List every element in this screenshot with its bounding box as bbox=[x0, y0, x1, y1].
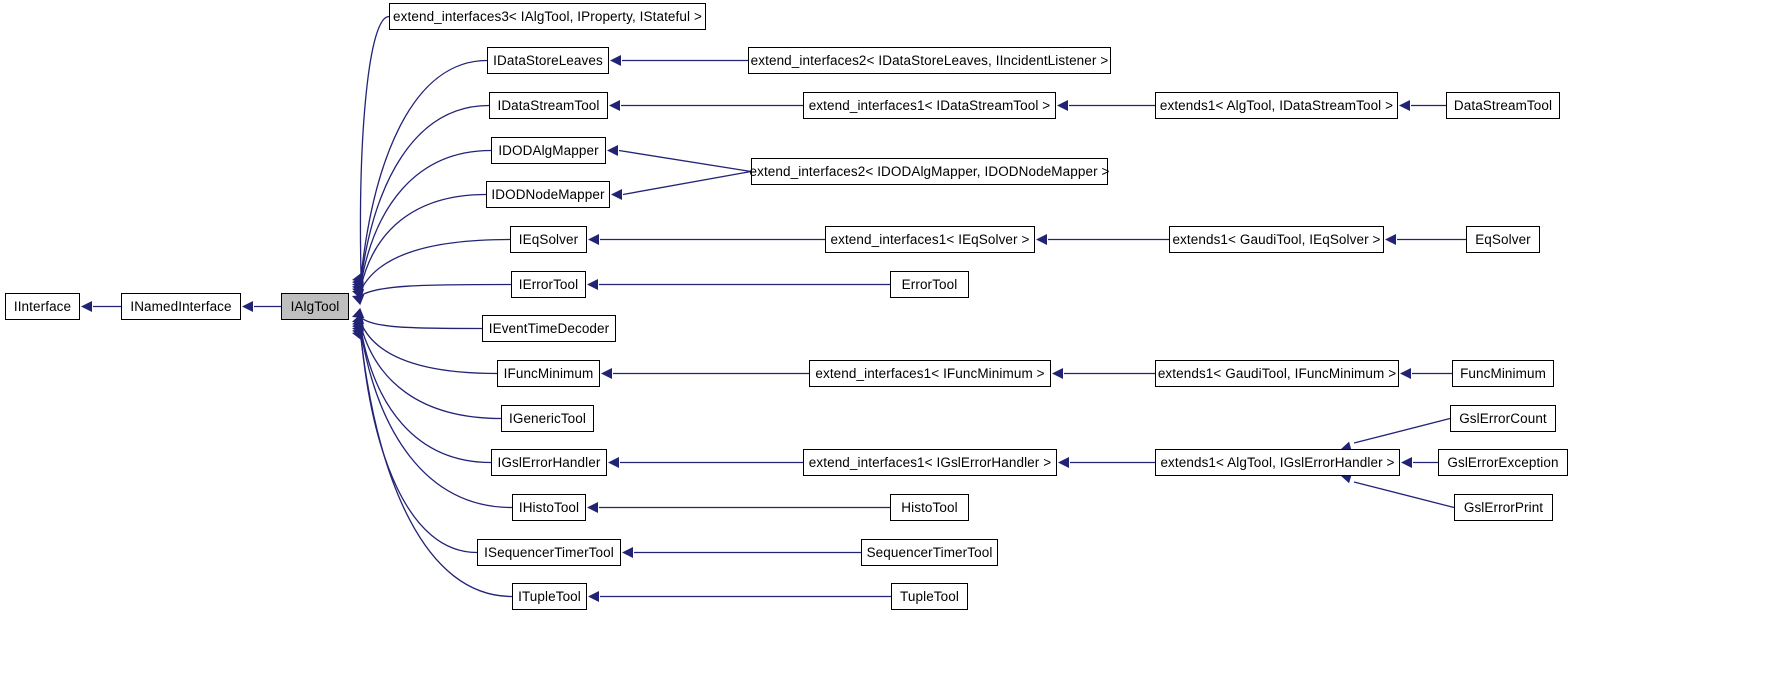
class-node-IDataStoreLeaves[interactable]: IDataStoreLeaves bbox=[487, 47, 609, 74]
class-node-GslErrorCount[interactable]: GslErrorCount bbox=[1450, 405, 1556, 432]
edge-ex1_gaudi_eq-to-ei1_eq-arrowhead bbox=[1036, 234, 1047, 245]
edge-ei3-to-IAlgTool bbox=[359, 15, 390, 275]
edge-GslErrorCount-to-ex1_algtool_gsl bbox=[1353, 417, 1451, 444]
class-node-IErrorTool[interactable]: IErrorTool bbox=[511, 271, 586, 298]
class-node-ei2_dod[interactable]: extend_interfaces2< IDODAlgMapper, IDODN… bbox=[749, 158, 1109, 185]
edge-IEventTimeDecoder-to-IAlgTool-arrowhead bbox=[352, 307, 365, 319]
edge-INamedInterface-to-IInterface-arrowhead bbox=[81, 301, 92, 312]
edge-ei1_dst-to-IDataStreamTool-arrowhead bbox=[609, 100, 620, 111]
edge-EqSolver-to-ex1_gaudi_eq-arrowhead bbox=[1385, 234, 1396, 245]
class-node-ex1_gaudi_fm[interactable]: extends1< GaudiTool, IFuncMinimum > bbox=[1155, 360, 1399, 387]
edge-IGenericTool-to-IAlgTool bbox=[360, 326, 502, 420]
class-node-ei3[interactable]: extend_interfaces3< IAlgTool, IProperty,… bbox=[389, 3, 706, 30]
edge-ei3-to-IAlgTool-arrowhead bbox=[352, 272, 364, 284]
edge-IDODNodeMapper-to-IAlgTool bbox=[360, 193, 487, 287]
edge-IAlgTool-to-INamedInterface-arrowhead bbox=[242, 301, 253, 312]
class-node-ei1_eq[interactable]: extend_interfaces1< IEqSolver > bbox=[825, 226, 1035, 253]
class-node-IGenericTool[interactable]: IGenericTool bbox=[501, 405, 594, 432]
edge-GslErrorException-to-ex1_algtool_gsl-arrowhead bbox=[1401, 457, 1412, 468]
edge-ei1_eq-to-IEqSolver-arrowhead bbox=[588, 234, 599, 245]
class-node-SequencerTimerTool[interactable]: SequencerTimerTool bbox=[861, 539, 998, 566]
edge-SequencerTimerTool-to-ISequencerTimerTool-arrowhead bbox=[622, 547, 633, 558]
class-node-IDataStreamTool[interactable]: IDataStreamTool bbox=[489, 92, 608, 119]
edge-ei2_dsl-to-IDataStoreLeaves-arrowhead bbox=[610, 55, 621, 66]
class-node-IHistoTool[interactable]: IHistoTool bbox=[512, 494, 586, 521]
edge-FuncMinimum-to-ex1_gaudi_fm-arrowhead bbox=[1400, 368, 1411, 379]
edge-IEqSolver-to-IAlgTool bbox=[360, 238, 511, 291]
class-node-ei1_gsl[interactable]: extend_interfaces1< IGslErrorHandler > bbox=[803, 449, 1057, 476]
edge-IDODAlgMapper-to-IAlgTool-arrowhead bbox=[352, 282, 364, 294]
edge-IDODAlgMapper-to-IAlgTool bbox=[360, 149, 492, 284]
edge-IEventTimeDecoder-to-IAlgTool bbox=[360, 316, 483, 330]
class-node-DataStreamTool[interactable]: DataStreamTool bbox=[1446, 92, 1560, 119]
edge-HistoTool-to-IHistoTool-arrowhead bbox=[587, 502, 598, 513]
edge-ei1_fm-to-IFuncMinimum-arrowhead bbox=[601, 368, 612, 379]
edge-ei2_dod-to-IDODNodeMapper-arrowhead bbox=[611, 189, 622, 200]
class-node-ei2_dsl[interactable]: extend_interfaces2< IDataStoreLeaves, II… bbox=[748, 47, 1111, 74]
class-node-IFuncMinimum[interactable]: IFuncMinimum bbox=[497, 360, 600, 387]
edge-TupleTool-to-ITupleTool-arrowhead bbox=[588, 591, 599, 602]
class-node-IEqSolver[interactable]: IEqSolver bbox=[510, 226, 587, 253]
class-node-ei1_dst[interactable]: extend_interfaces1< IDataStreamTool > bbox=[803, 92, 1056, 119]
edge-IDODNodeMapper-to-IAlgTool-arrowhead bbox=[352, 285, 364, 297]
class-node-ei1_fm[interactable]: extend_interfaces1< IFuncMinimum > bbox=[809, 360, 1051, 387]
edge-GslErrorPrint-to-ex1_algtool_gsl bbox=[1353, 481, 1455, 509]
edge-IDataStreamTool-to-IAlgTool-arrowhead bbox=[352, 278, 364, 290]
class-node-FuncMinimum[interactable]: FuncMinimum bbox=[1452, 360, 1554, 387]
class-node-IDODAlgMapper[interactable]: IDODAlgMapper bbox=[491, 137, 606, 164]
class-node-ex1_algtool_gsl[interactable]: extends1< AlgTool, IGslErrorHandler > bbox=[1155, 449, 1400, 476]
edge-IFuncMinimum-to-IAlgTool bbox=[360, 322, 498, 375]
edge-IDataStreamTool-to-IAlgTool bbox=[360, 104, 490, 281]
edge-ITupleTool-to-IAlgTool-arrowhead bbox=[352, 329, 364, 341]
edge-ei2_dod-to-IDODAlgMapper bbox=[618, 149, 752, 173]
class-node-GslErrorException[interactable]: GslErrorException bbox=[1438, 449, 1568, 476]
edge-IHistoTool-to-IAlgTool-arrowhead bbox=[352, 323, 364, 335]
edge-IGslErrorHandler-to-IAlgTool-arrowhead bbox=[352, 319, 364, 331]
edge-IGenericTool-to-IAlgTool-arrowhead bbox=[352, 316, 364, 328]
class-node-TupleTool[interactable]: TupleTool bbox=[891, 583, 968, 610]
class-node-IDODNodeMapper[interactable]: IDODNodeMapper bbox=[486, 181, 610, 208]
class-node-ex1_gaudi_eq[interactable]: extends1< GaudiTool, IEqSolver > bbox=[1169, 226, 1384, 253]
edge-IGslErrorHandler-to-IAlgTool bbox=[360, 329, 492, 464]
edge-IErrorTool-to-IAlgTool bbox=[360, 283, 512, 297]
edge-ei2_dod-to-IDODAlgMapper-arrowhead bbox=[607, 145, 618, 156]
class-node-ErrorTool[interactable]: ErrorTool bbox=[890, 271, 969, 298]
edge-ex1_algtool_gsl-to-ei1_gsl-arrowhead bbox=[1058, 457, 1069, 468]
edge-IDataStoreLeaves-to-IAlgTool-arrowhead bbox=[352, 275, 364, 287]
edge-IDataStoreLeaves-to-IAlgTool bbox=[360, 59, 488, 278]
edge-IErrorTool-to-IAlgTool-arrowhead bbox=[352, 294, 365, 306]
edge-DataStreamTool-to-ex1_algtool_dst-arrowhead bbox=[1399, 100, 1410, 111]
edge-ei2_dod-to-IDODNodeMapper bbox=[622, 170, 752, 196]
class-node-IAlgTool[interactable]: IAlgTool bbox=[281, 293, 349, 320]
class-node-ITupleTool[interactable]: ITupleTool bbox=[512, 583, 587, 610]
class-node-IEventTimeDecoder[interactable]: IEventTimeDecoder bbox=[482, 315, 616, 342]
class-node-INamedInterface[interactable]: INamedInterface bbox=[121, 293, 241, 320]
edge-IFuncMinimum-to-IAlgTool-arrowhead bbox=[352, 313, 365, 325]
class-node-GslErrorPrint[interactable]: GslErrorPrint bbox=[1454, 494, 1553, 521]
edge-ei1_gsl-to-IGslErrorHandler-arrowhead bbox=[608, 457, 619, 468]
class-node-IInterface[interactable]: IInterface bbox=[5, 293, 80, 320]
class-node-EqSolver[interactable]: EqSolver bbox=[1466, 226, 1540, 253]
class-node-ISequencerTimerTool[interactable]: ISequencerTimerTool bbox=[477, 539, 621, 566]
class-node-HistoTool[interactable]: HistoTool bbox=[890, 494, 969, 521]
class-node-ex1_algtool_dst[interactable]: extends1< AlgTool, IDataStreamTool > bbox=[1155, 92, 1398, 119]
edge-ErrorTool-to-IErrorTool-arrowhead bbox=[587, 279, 598, 290]
edge-ISequencerTimerTool-to-IAlgTool bbox=[360, 335, 478, 554]
edge-ex1_algtool_dst-to-ei1_dst-arrowhead bbox=[1057, 100, 1068, 111]
class-node-IGslErrorHandler[interactable]: IGslErrorHandler bbox=[491, 449, 607, 476]
edge-IEqSolver-to-IAlgTool-arrowhead bbox=[352, 288, 365, 300]
edge-IHistoTool-to-IAlgTool bbox=[360, 332, 513, 509]
edge-ISequencerTimerTool-to-IAlgTool-arrowhead bbox=[352, 326, 364, 338]
edge-ex1_gaudi_fm-to-ei1_fm-arrowhead bbox=[1052, 368, 1063, 379]
